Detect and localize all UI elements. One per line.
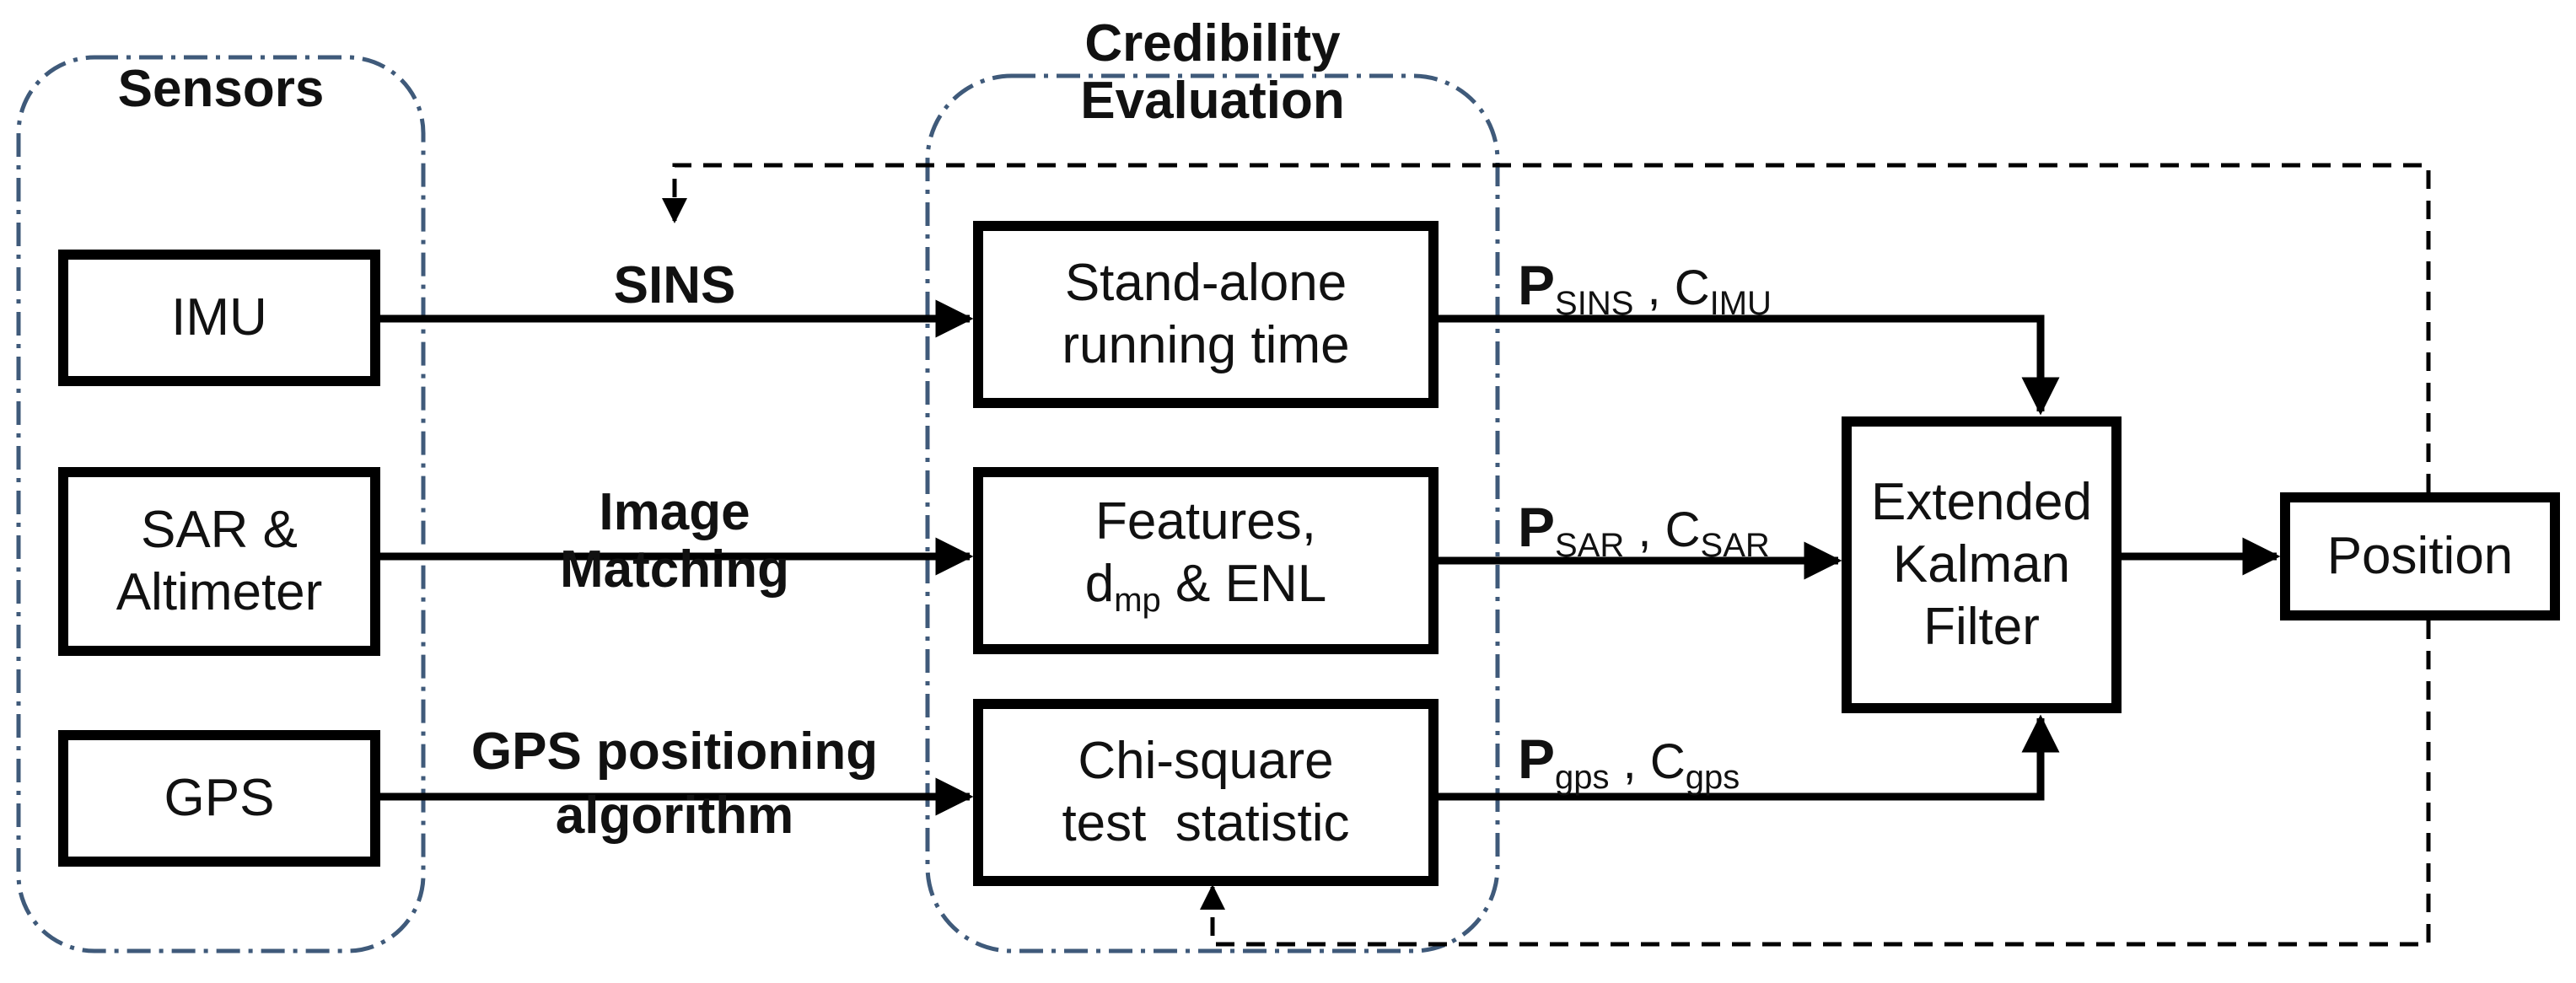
sar-box bbox=[58, 467, 380, 656]
sar-label: SAR & Altimeter bbox=[68, 477, 370, 646]
image-matching-line1: Image bbox=[599, 483, 750, 541]
sensors-group-frame bbox=[16, 55, 426, 953]
image-matching-line2: Matching bbox=[559, 540, 790, 599]
credibility-group-frame bbox=[925, 73, 1500, 953]
features-d-sub: mp bbox=[1114, 581, 1161, 619]
sar-c-sub: SAR bbox=[1700, 527, 1770, 564]
sar-signal-label: PSAR , CSAR bbox=[1518, 499, 1770, 572]
credibility-title-line2: Evaluation bbox=[1080, 72, 1345, 130]
chisquare-label: Chi-square test statistic bbox=[983, 709, 1428, 876]
standalone-line2: running time bbox=[1062, 316, 1350, 374]
image-matching-flow-label: Image Matching bbox=[472, 484, 877, 599]
gps-c-sub: gps bbox=[1685, 759, 1740, 796]
standalone-line1: Stand-alone bbox=[1064, 254, 1347, 312]
sins-flow-label: SINS bbox=[613, 256, 736, 314]
gps-algorithm-line2: algorithm bbox=[555, 787, 794, 845]
sins-p-sub: SINS bbox=[1555, 285, 1634, 322]
features-box bbox=[973, 467, 1439, 654]
sar-c: C bbox=[1664, 502, 1701, 557]
filter-line3: Filter bbox=[1923, 598, 2040, 656]
sins-signal-arrow bbox=[1439, 314, 2060, 416]
position-box bbox=[2280, 492, 2560, 620]
feedback-gps-loop bbox=[1200, 620, 2431, 947]
features-label: Features, dmp & ENL bbox=[983, 477, 1428, 644]
imu-label: IMU bbox=[171, 288, 267, 346]
sar-p-sub: SAR bbox=[1555, 527, 1625, 564]
sar-p: P bbox=[1518, 496, 1556, 558]
gps-p-sub: gps bbox=[1555, 759, 1610, 796]
sins-c: C bbox=[1674, 261, 1710, 315]
chisquare-line1: Chi-square bbox=[1078, 732, 1334, 790]
features-d: d bbox=[1084, 554, 1115, 613]
gps-label: GPS bbox=[164, 769, 275, 827]
kalman-filter-box bbox=[1842, 416, 2122, 713]
sar-label-line2: Altimeter bbox=[116, 563, 323, 621]
chisquare-line2: test statistic bbox=[1062, 794, 1350, 852]
filter-line2: Kalman bbox=[1892, 535, 2071, 594]
gps-algorithm-line1: GPS positioning bbox=[471, 722, 879, 781]
chisquare-box bbox=[973, 699, 1439, 886]
position-label: Position bbox=[2326, 527, 2514, 585]
feedback-sins-loop bbox=[662, 163, 2431, 492]
features-line1: Features, bbox=[1095, 492, 1316, 551]
features-rest: & ENL bbox=[1160, 554, 1327, 613]
gps-box bbox=[58, 730, 380, 867]
filter-line1: Extended bbox=[1871, 473, 2092, 531]
gps-c: C bbox=[1649, 734, 1686, 789]
sensors-title: Sensors bbox=[117, 60, 325, 118]
gps-signal-arrow bbox=[1439, 714, 2060, 801]
sins-sep: , bbox=[1633, 261, 1675, 315]
gps-algorithm-flow-label: GPS positioning algorithm bbox=[426, 723, 923, 845]
sar-label-line1: SAR & bbox=[140, 501, 298, 559]
standalone-box bbox=[973, 221, 1439, 408]
standalone-label: Stand-alone running time bbox=[983, 231, 1428, 398]
imu-box bbox=[58, 250, 380, 386]
features-line2: dmp & ENL bbox=[1085, 553, 1326, 631]
credibility-title-line1: Credibility bbox=[1084, 14, 1341, 73]
gps-p: P bbox=[1518, 728, 1556, 790]
gps-signal-label: Pgps , Cgps bbox=[1518, 731, 1740, 804]
sar-sep: , bbox=[1624, 502, 1665, 557]
credibility-title: Credibility Evaluation bbox=[960, 15, 1465, 130]
sins-c-sub: IMU bbox=[1709, 285, 1772, 322]
kalman-filter-label: Extended Kalman Filter bbox=[1852, 427, 2111, 703]
gps-sep: , bbox=[1609, 734, 1650, 789]
sins-p: P bbox=[1518, 254, 1556, 316]
sins-signal-label: PSINS , CIMU bbox=[1518, 257, 1772, 330]
